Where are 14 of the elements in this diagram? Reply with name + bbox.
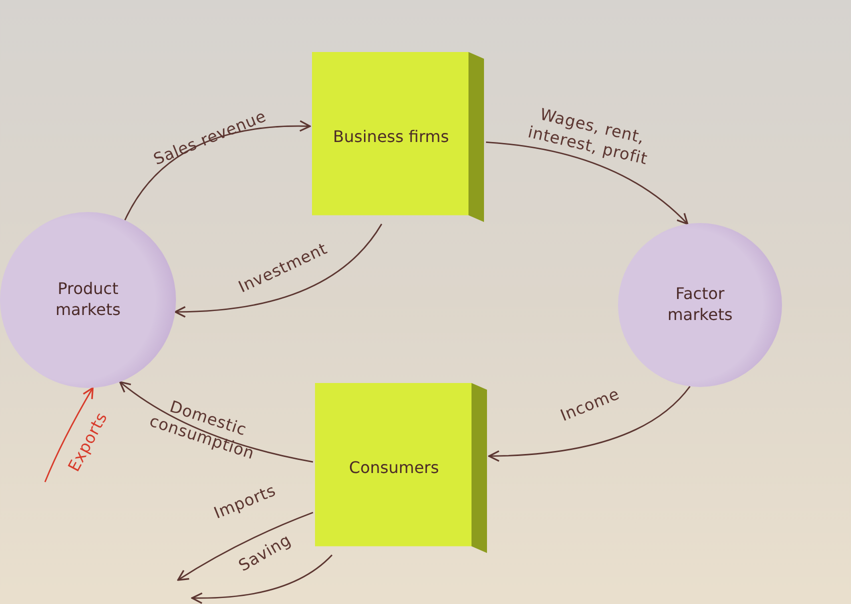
arrow (44, 387, 94, 482)
arrow (119, 381, 314, 463)
arrow (124, 120, 311, 220)
arrow (486, 142, 688, 225)
arrow (174, 224, 382, 318)
block-box (312, 52, 484, 222)
arrow (177, 512, 314, 581)
node-label: Business firms (333, 126, 449, 148)
block-box (315, 383, 487, 553)
arrow (191, 554, 332, 604)
node-label: Consumers (349, 458, 439, 478)
arrow (488, 386, 690, 462)
node-label: Product markets (54, 279, 122, 321)
node-label: Factor markets (666, 284, 734, 326)
